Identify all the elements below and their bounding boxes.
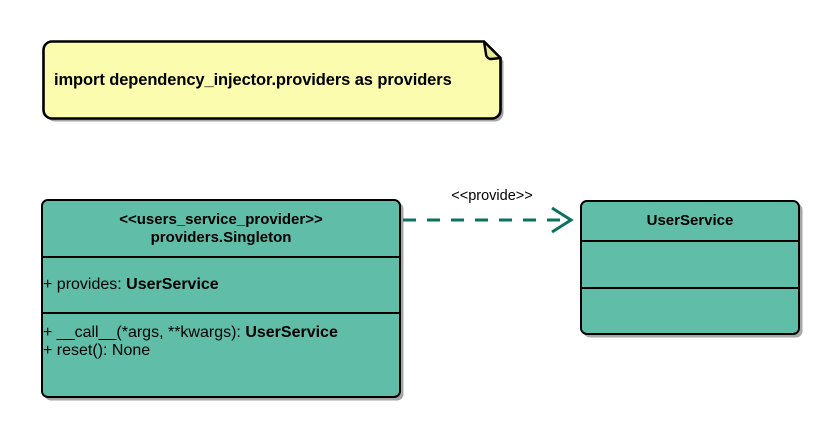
operation-row: + reset(): None — [43, 342, 399, 360]
note-import-statement[interactable]: import dependency_injector.providers as … — [40, 38, 504, 122]
class-stereotype: <<users_service_provider>> — [119, 210, 323, 228]
operation-visibility: + — [43, 324, 53, 341]
class-user-service[interactable]: UserService — [580, 200, 800, 335]
note-shape — [42, 40, 504, 122]
class-name: providers.Singleton — [150, 228, 292, 246]
attribute-label: provides: — [56, 276, 127, 293]
class-attributes-user-service — [582, 240, 798, 287]
class-operations-users-service-provider: + __call__(*args, **kwargs): UserService… — [43, 312, 399, 395]
operation-label: reset(): None — [56, 342, 151, 359]
connector-label: <<provide>> — [451, 188, 533, 204]
attribute-visibility: + — [43, 276, 53, 293]
connector-arrowhead-icon — [551, 206, 574, 234]
class-header-user-service: UserService — [582, 202, 798, 240]
operation-visibility: + — [43, 342, 53, 359]
operation-label: __call__(*args, **kwargs): — [56, 324, 246, 341]
class-attributes-users-service-provider: + provides: UserService — [43, 256, 399, 312]
class-name: UserService — [646, 212, 734, 229]
class-header-users-service-provider: <<users_service_provider>> providers.Sin… — [43, 201, 399, 256]
attribute-type: UserService — [126, 276, 219, 293]
attribute-row: + provides: UserService — [43, 276, 219, 294]
class-users-service-provider[interactable]: <<users_service_provider>> providers.Sin… — [41, 199, 401, 398]
note-text: import dependency_injector.providers as … — [54, 70, 452, 89]
operation-row: + __call__(*args, **kwargs): UserService — [43, 324, 399, 342]
operation-type: UserService — [245, 324, 338, 341]
class-operations-user-service — [582, 287, 798, 332]
